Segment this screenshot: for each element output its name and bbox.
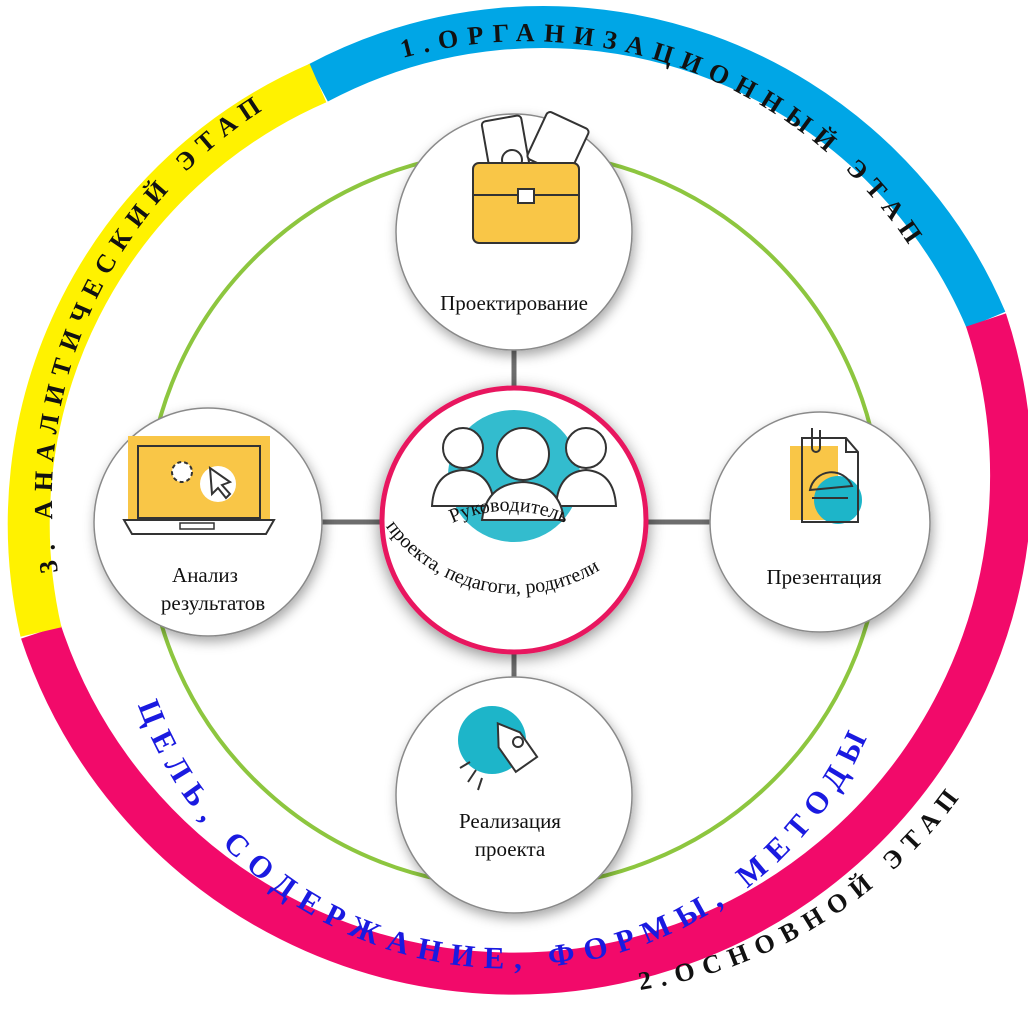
stage2-ring-segment — [21, 313, 1028, 995]
stage3-ring-segment — [7, 63, 327, 637]
stage1-ring-segment — [308, 5, 1006, 329]
node-implementation-label-2: проекта — [475, 837, 546, 861]
node-analysis-label-2: результатов — [161, 591, 265, 615]
laptop-gear-icon — [122, 436, 276, 535]
node-implementation-label-1: Реализация — [459, 809, 561, 833]
node-analysis: Анализ результатов — [93, 407, 323, 637]
node-implementation: Реализация проекта — [395, 676, 633, 914]
node-design-label: Проектирование — [440, 291, 588, 315]
team-icon — [430, 410, 618, 542]
center-node: Руководитель проекта, педагоги, родители — [379, 385, 649, 655]
rocket-icon — [458, 706, 539, 791]
document-chart-icon — [790, 428, 862, 524]
node-analysis-label-1: Анализ — [172, 563, 238, 587]
briefcase-icon — [472, 111, 590, 244]
node-presentation: Презентация — [709, 411, 931, 633]
node-design: Проектирование — [395, 111, 633, 351]
node-presentation-label: Презентация — [767, 565, 882, 589]
